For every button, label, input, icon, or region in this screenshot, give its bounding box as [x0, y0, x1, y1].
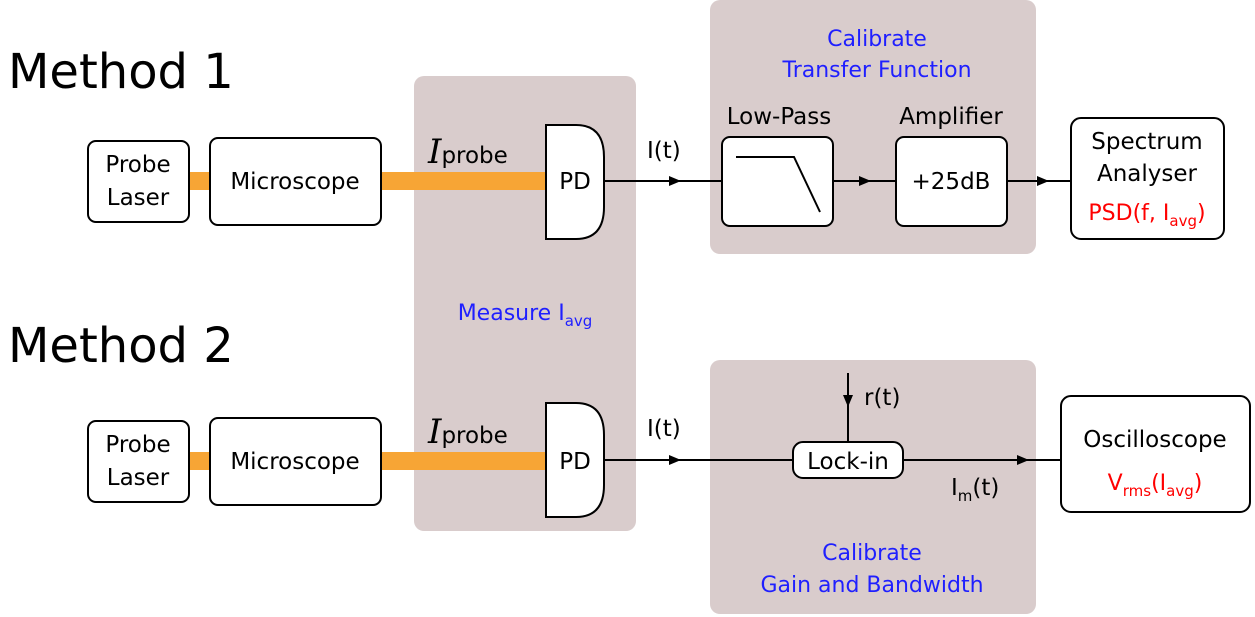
- method2-beam-short: [190, 452, 210, 470]
- spectrum-analyser-box: [1070, 117, 1225, 240]
- lowpass-label: Low-Pass: [727, 104, 832, 130]
- method2-laser-label: Laser: [107, 465, 170, 491]
- method1-microscope-label: Microscope: [230, 169, 359, 195]
- method1-photodiode: [545, 124, 605, 240]
- method1-title: Method 1: [8, 44, 234, 100]
- lockin-output-label: Im(t): [951, 475, 999, 505]
- method1-iprobe-label: Iprobe: [427, 132, 508, 172]
- method2-calibrate-line1: Calibrate: [822, 541, 922, 566]
- calibrate-gain-panel: [710, 360, 1036, 614]
- spectrum-label: Spectrum: [1091, 129, 1202, 155]
- method1-probe-laser-box: [87, 140, 190, 223]
- method1-beam-long: [381, 172, 546, 190]
- method1-laser-label: Laser: [107, 185, 170, 211]
- method2-beam-long: [381, 452, 546, 470]
- oscilloscope-label: Oscilloscope: [1083, 427, 1226, 453]
- method1-microscope-box: [209, 137, 382, 226]
- method1-calibrate-line1: Calibrate: [827, 27, 927, 52]
- measure-iavg-label: Measure Iavg: [458, 301, 593, 330]
- lockin-label: Lock-in: [807, 449, 889, 475]
- method1-pd-label: PD: [559, 169, 591, 195]
- method1-beam-short: [190, 172, 210, 190]
- amplifier-gain: +25dB: [912, 169, 991, 195]
- method2-probe-label: Probe: [105, 432, 170, 458]
- method2-title: Method 2: [8, 318, 234, 374]
- oscilloscope-box: [1060, 395, 1251, 513]
- lowpass-filter-box: [721, 136, 834, 227]
- method1-calibrate-line2: Transfer Function: [781, 58, 971, 83]
- method2-photodiode: [545, 402, 605, 518]
- lowpass-response-icon: [736, 156, 821, 213]
- method2-microscope-box: [209, 417, 382, 506]
- method2-probe-laser-box: [87, 420, 190, 503]
- method2-iprobe-label: Iprobe: [427, 412, 508, 452]
- method2-calibrate-line2: Gain and Bandwidth: [760, 573, 983, 598]
- analyser-label: Analyser: [1097, 161, 1198, 187]
- psd-output-label: PSD(f, Iavg): [1088, 201, 1205, 230]
- amplifier-label: Amplifier: [899, 104, 1003, 130]
- vrms-output-label: Vrms(Iavg): [1108, 471, 1203, 500]
- reference-label: r(t): [864, 385, 900, 411]
- method1-signal-label: I(t): [647, 138, 681, 164]
- method2-microscope-label: Microscope: [230, 449, 359, 475]
- method2-signal-label: I(t): [647, 416, 681, 442]
- method2-pd-label: PD: [559, 449, 591, 475]
- method1-probe-label: Probe: [105, 152, 170, 178]
